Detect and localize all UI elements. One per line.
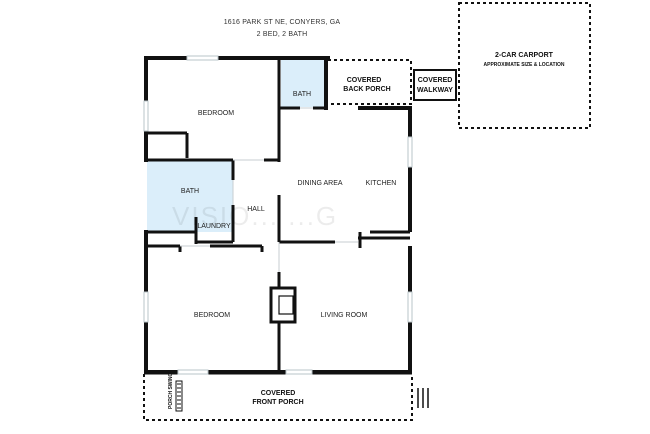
label-bedroom-bottom: BEDROOM [194, 312, 230, 319]
label-bath-mid: BATH [181, 188, 199, 195]
label-back-porch-2: BACK PORCH [343, 86, 390, 93]
door-openings [180, 107, 358, 272]
bath-mid-fill [147, 160, 233, 232]
carport-outline [458, 2, 591, 129]
watermark: VISIO... ...G [172, 201, 338, 231]
windows [143, 55, 413, 375]
walkway-box [413, 69, 457, 101]
label-dining: DINING AREA [297, 180, 342, 187]
label-front-porch-2: FRONT PORCH [252, 399, 303, 406]
front-porch-outline [143, 374, 413, 421]
label-front-porch-1: COVERED [261, 390, 296, 397]
fireplace [269, 286, 297, 324]
label-walkway-2: WALKWAY [417, 87, 453, 94]
interior-walls [146, 58, 410, 372]
porch-swing [175, 380, 183, 412]
back-porch-outline [328, 59, 412, 105]
label-carport-note: APPROXIMATE SIZE & LOCATION [484, 62, 565, 68]
label-hall: HALL [247, 206, 265, 213]
bath-top-fill [281, 60, 326, 107]
plan-address: 1616 PARK ST NE, CONYERS, GA [223, 19, 341, 26]
label-bedroom-top: BEDROOM [198, 110, 234, 117]
label-laundry: LAUNDRY [197, 223, 231, 230]
label-carport-title: 2-CAR CARPORT [495, 52, 554, 59]
label-living: LIVING ROOM [321, 312, 368, 319]
label-bath-top: BATH [293, 91, 311, 98]
front-steps [417, 388, 429, 408]
label-porch-swing: PORCH SWING [168, 373, 174, 410]
plan-summary: 2 BED, 2 BATH [256, 31, 308, 38]
label-kitchen: KITCHEN [366, 180, 397, 187]
label-back-porch-1: COVERED [347, 77, 382, 84]
label-walkway-1: COVERED [418, 77, 453, 84]
exterior-walls [144, 56, 412, 374]
